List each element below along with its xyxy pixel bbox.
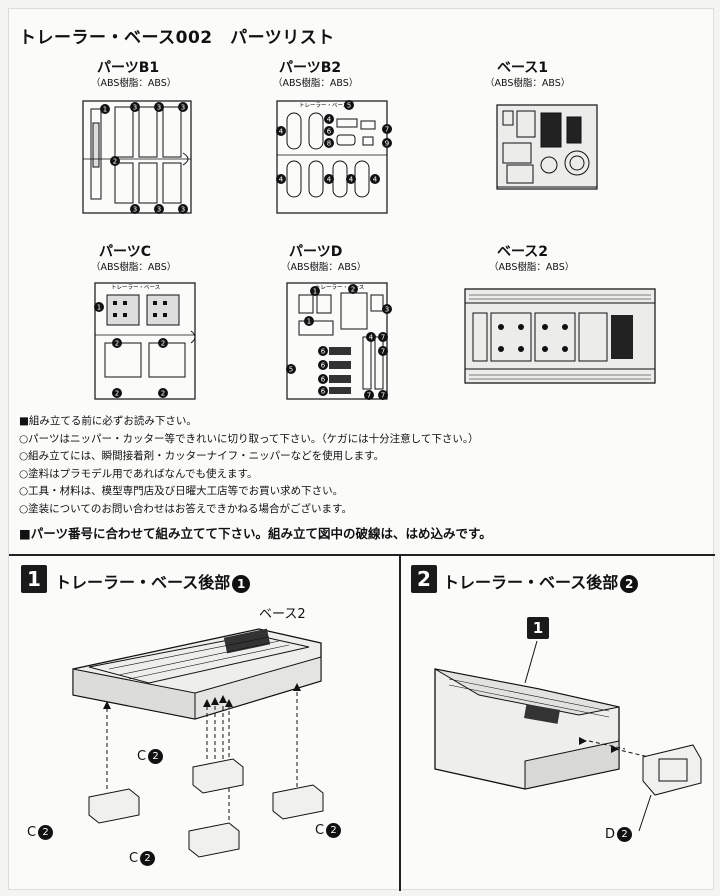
b2-callout: 4	[327, 116, 332, 124]
b1-callout: 3	[181, 206, 185, 214]
step2-sub-badge: 1	[527, 617, 549, 639]
runner-d: トレーラー・ベース 1 2 3 4 5 6 6 6 6 7 7 7 7 1	[286, 282, 392, 400]
part-b2-name: パーツB2	[279, 60, 342, 76]
note-line: ○工具・材料は、模型専門店及び日曜大工店等でお買い求め下さい。	[19, 485, 344, 498]
b2-callout: 4	[279, 176, 284, 184]
b2-callout: 7	[385, 126, 389, 134]
b2-callout: 8	[327, 140, 331, 148]
note-line: ■組み立てる前に必ずお読み下さい。	[19, 415, 197, 427]
b1-callout: 1	[103, 106, 107, 114]
note-line: ○塗料はプラモデル用であればなんでも使えます。	[19, 467, 258, 480]
b2-callout: 6	[327, 128, 332, 136]
step2-drawing	[434, 640, 702, 832]
b2-callout: 4	[279, 128, 284, 136]
step1-badge: 1	[21, 565, 47, 593]
note-line: ○組み立てには、瞬間接着剤・カッターナイフ・ニッパーなどを使用します。	[19, 450, 385, 463]
base2-name: ベース2	[497, 244, 549, 260]
step1-drawing	[72, 628, 324, 858]
part-b1-name: パーツB1	[97, 60, 160, 76]
b2-runner-label: トレーラー・ベース	[299, 102, 348, 109]
instruction-sheet: トレーラー・ベース002 パーツリスト パーツB1 （ABS樹脂：ABS） 1 …	[8, 8, 715, 891]
section-divider	[9, 554, 715, 556]
runner-b2: トレーラー・ベース 5 4 4 6 7 8 9 4 4 4 4	[276, 100, 392, 214]
part-c-name: パーツC	[99, 244, 151, 260]
base2-material: （ABS樹脂：ABS）	[489, 262, 575, 273]
d-callout: 1	[307, 318, 311, 326]
d-callout: 6	[321, 362, 326, 370]
b2-callout: 4	[373, 176, 378, 184]
d-callout: 1	[313, 288, 317, 296]
note-line: ○塗装についてのお問い合わせはお答えできかねる場合がございます。	[19, 502, 352, 515]
d-callout: 7	[381, 392, 385, 400]
part-b1-material: （ABS樹脂：ABS）	[91, 78, 177, 89]
base2-drawing	[464, 288, 656, 384]
c-callout: 2	[161, 390, 165, 398]
c-callout: 2	[161, 340, 165, 348]
page-title: トレーラー・ベース002 パーツリスト	[19, 28, 335, 48]
b2-callout: 4	[327, 176, 332, 184]
part-d-name: パーツD	[289, 244, 343, 260]
part-c-material: （ABS樹脂：ABS）	[91, 262, 177, 273]
step-divider	[399, 554, 401, 891]
b1-callout: 3	[157, 206, 161, 214]
step1-title-number: 1	[232, 574, 251, 593]
d-callout: 2	[351, 286, 355, 294]
runner-c: トレーラー・ベース 1 2 2 2 2	[94, 282, 196, 400]
b2-callout: 9	[385, 140, 389, 148]
d-callout: 7	[381, 348, 385, 356]
b1-callout: 3	[181, 104, 185, 112]
b2-callout: 4	[349, 176, 354, 184]
base1-name: ベース1	[497, 60, 549, 76]
d-callout: 6	[321, 376, 326, 384]
c-runner-label: トレーラー・ベース	[111, 284, 160, 291]
b1-callout: 3	[133, 104, 137, 112]
step1-base-label: ベース2	[259, 607, 306, 622]
c-callout: 2	[115, 340, 119, 348]
c-callout: 2	[115, 390, 119, 398]
part-d-material: （ABS樹脂：ABS）	[281, 262, 367, 273]
c-callout: 1	[97, 304, 101, 312]
base1-material: （ABS樹脂：ABS）	[485, 78, 571, 89]
assembly-note: ■パーツ番号に合わせて組み立てて下さい。組み立て図中の破線は、はめ込みです。	[19, 525, 492, 541]
d-callout: 7	[381, 334, 385, 342]
d-runner-label: トレーラー・ベース	[315, 284, 364, 291]
b1-callout: 3	[133, 206, 137, 214]
step2-title-number: 2	[620, 574, 639, 593]
d-callout: 3	[385, 306, 389, 314]
instructions-notes: ■組み立てる前に必ずお読み下さい。 ○パーツはニッパー・カッター等できれいに切り…	[19, 413, 492, 542]
step2-badge: 2	[411, 565, 437, 593]
d-callout: 7	[367, 392, 371, 400]
b1-callout: 3	[157, 104, 161, 112]
d-callout: 6	[321, 348, 326, 356]
base1-drawing	[496, 104, 598, 190]
b1-callout: 2	[113, 158, 117, 166]
runner-b1: 1 2 3 3 3 3 3 3	[82, 100, 192, 214]
b2-callout: 5	[347, 102, 351, 110]
d-callout: 4	[369, 334, 374, 342]
note-line: ○パーツはニッパー・カッター等できれいに切り取って下さい。（ケガには十分注意して…	[19, 432, 479, 445]
d-callout: 5	[289, 366, 293, 374]
part-b2-material: （ABS樹脂：ABS）	[273, 78, 359, 89]
d-callout: 6	[321, 388, 326, 396]
